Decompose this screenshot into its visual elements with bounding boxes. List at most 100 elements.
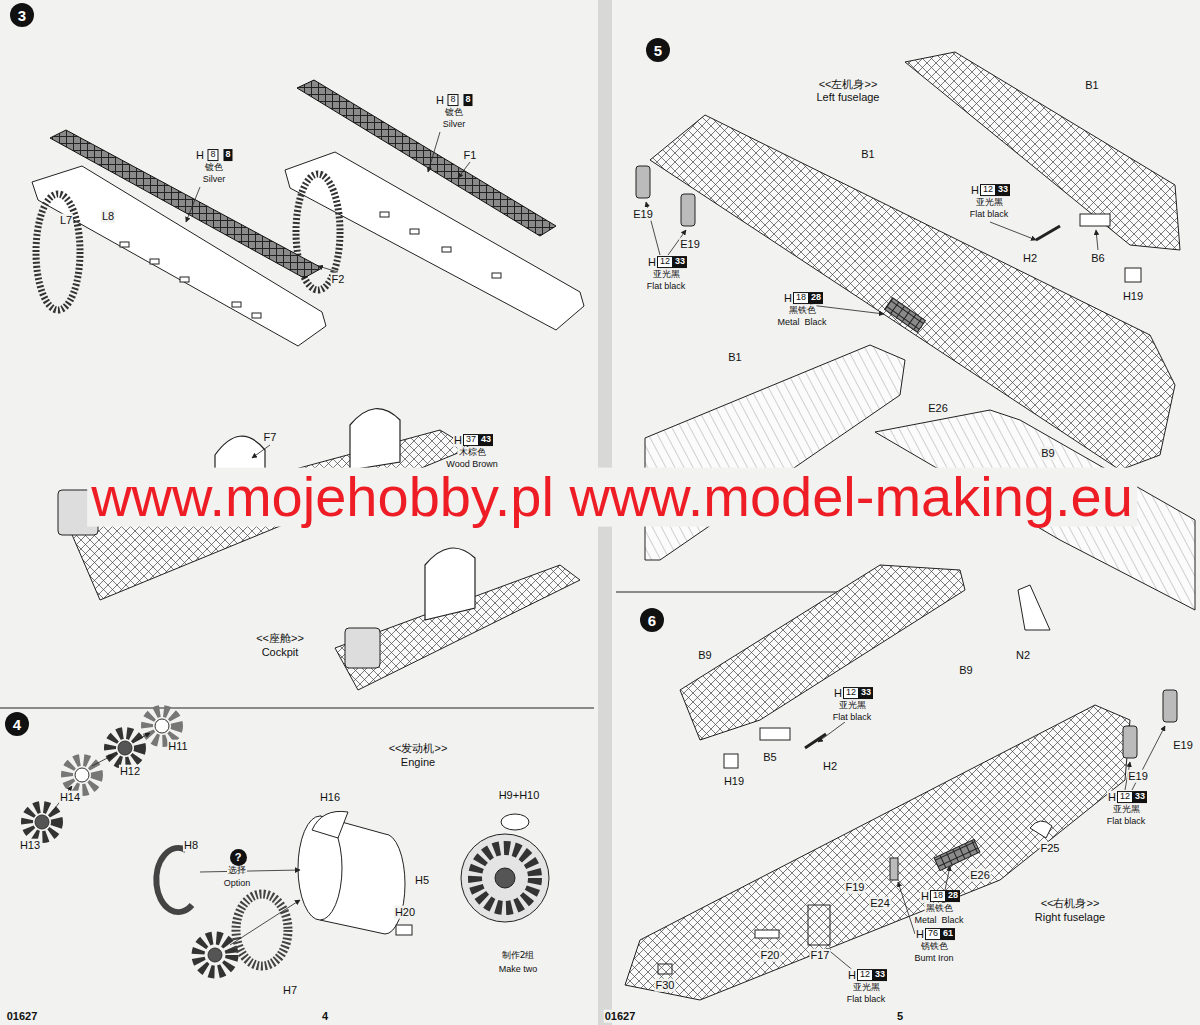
paint-prefix: H (1107, 791, 1117, 804)
leader-line (428, 132, 440, 172)
part-number: H19 (1122, 290, 1144, 303)
paint-code: 18 (930, 890, 946, 902)
section-title: Engine (400, 756, 436, 769)
floor-peg (380, 212, 389, 217)
paint-name-en: Metal Black (776, 317, 827, 327)
engine-cylinder (147, 711, 177, 741)
bulkhead-ring (36, 174, 340, 310)
part-number: H19 (723, 775, 745, 788)
paint-prefix: H (453, 434, 463, 447)
paint-prefix: H (915, 928, 925, 941)
paint-name-en: Option (223, 878, 252, 888)
fuselage-lattice (905, 52, 1180, 250)
paint-name-cn: 选择 (227, 865, 247, 875)
paint-name-cn: 镀色 (444, 107, 464, 117)
leader-line (990, 222, 1036, 240)
part-number: H12 (119, 765, 141, 778)
paint-prefix: H (970, 184, 980, 197)
paint-code-alt: 8 (223, 149, 232, 161)
paint-code: 37 (463, 434, 479, 446)
leader-line (252, 445, 270, 458)
paint-name-cn: 亚光黑 (975, 197, 1004, 207)
paint-name-cn: 锈铁色 (920, 941, 949, 951)
part-number: H2 (1022, 252, 1038, 265)
part-number: H8 (183, 839, 199, 852)
part-number: B9 (1040, 447, 1055, 460)
paint-name-cn: 亚光黑 (838, 700, 867, 710)
leader-line (137, 733, 150, 740)
step-number: 3 (18, 8, 26, 23)
engine-cowling (312, 811, 348, 838)
small-part (636, 166, 1141, 630)
section-title: Right fuselage (1034, 911, 1106, 924)
paint-code: 8 (447, 94, 458, 106)
small-part (658, 690, 1177, 974)
engine-cylinder (27, 711, 232, 972)
paint-prefix: H (833, 687, 843, 700)
small-part (1018, 585, 1050, 630)
section-title: <<发动机>> (388, 742, 449, 755)
floor-peg (232, 302, 241, 307)
engine-cylinder (118, 741, 132, 755)
part-number: B1 (727, 351, 742, 364)
floor-peg (492, 273, 501, 278)
part-number: F7 (263, 431, 278, 444)
paint-name-en: Bumt Iron (913, 953, 954, 963)
part-number: L7 (59, 214, 73, 227)
paint-name-en: Flat black (832, 712, 873, 722)
paint-name-cn: 黑铁色 (925, 903, 954, 913)
paint-name-en: Silver (202, 174, 227, 184)
small-part (724, 754, 738, 768)
fuselage-lattice (625, 705, 1130, 1000)
part-number: L8 (101, 210, 115, 223)
page-footer: 01627 (6, 1010, 39, 1023)
paint-code: 12 (980, 184, 996, 196)
fuselage-lattice (625, 565, 1130, 1000)
cockpit-frame (425, 548, 475, 620)
bulkhead-ring (36, 194, 80, 310)
part-number: E26 (927, 402, 949, 415)
part-number: H16 (319, 791, 341, 804)
leader-line (458, 162, 470, 178)
paint-name-en: Make two (498, 964, 539, 974)
step-divider (616, 591, 862, 592)
engine-cylinder (75, 768, 89, 782)
engine-cylinder (35, 815, 49, 829)
assembled-engine (475, 848, 535, 908)
paint-code-alt: 28 (809, 292, 823, 304)
part-number: B5 (762, 751, 777, 764)
part-number: F1 (463, 149, 478, 162)
paint-code-alt: 61 (941, 928, 955, 940)
paint-code-alt: 33 (859, 687, 873, 699)
paint-name-en: Metal Black (913, 915, 964, 925)
engine-cylinder (67, 760, 97, 790)
lattice-strip (50, 130, 322, 278)
paint-prefix: H (920, 890, 930, 903)
small-part (658, 964, 672, 974)
part-number: E19 (632, 208, 654, 221)
leader-line (186, 187, 200, 222)
paint-code: 12 (1117, 791, 1133, 803)
paint-name-en: Flat black (846, 994, 887, 1004)
leader-line (1096, 230, 1098, 250)
page-footer: 5 (896, 1010, 904, 1023)
small-part (1036, 226, 1060, 240)
engine-cylinder (208, 948, 222, 962)
small-part (890, 858, 898, 880)
floor-part (32, 152, 584, 346)
paint-name-cn: 黑铁色 (788, 305, 817, 315)
paint-prefix: H (647, 256, 657, 269)
part-number: F17 (810, 949, 831, 962)
part-number: H9+H10 (498, 789, 541, 802)
leader-line (52, 733, 300, 945)
part-number: H11 (167, 740, 188, 753)
part-number: H13 (19, 839, 41, 852)
part-number: B9 (958, 664, 973, 677)
small-part (934, 839, 980, 870)
floor-peg (410, 229, 419, 234)
small-part (1125, 268, 1141, 282)
part-number: N2 (1015, 649, 1031, 662)
part-number: H2 (822, 760, 838, 773)
engine-cylinder (198, 938, 232, 972)
paint-name-cn: 镀色 (204, 162, 224, 172)
